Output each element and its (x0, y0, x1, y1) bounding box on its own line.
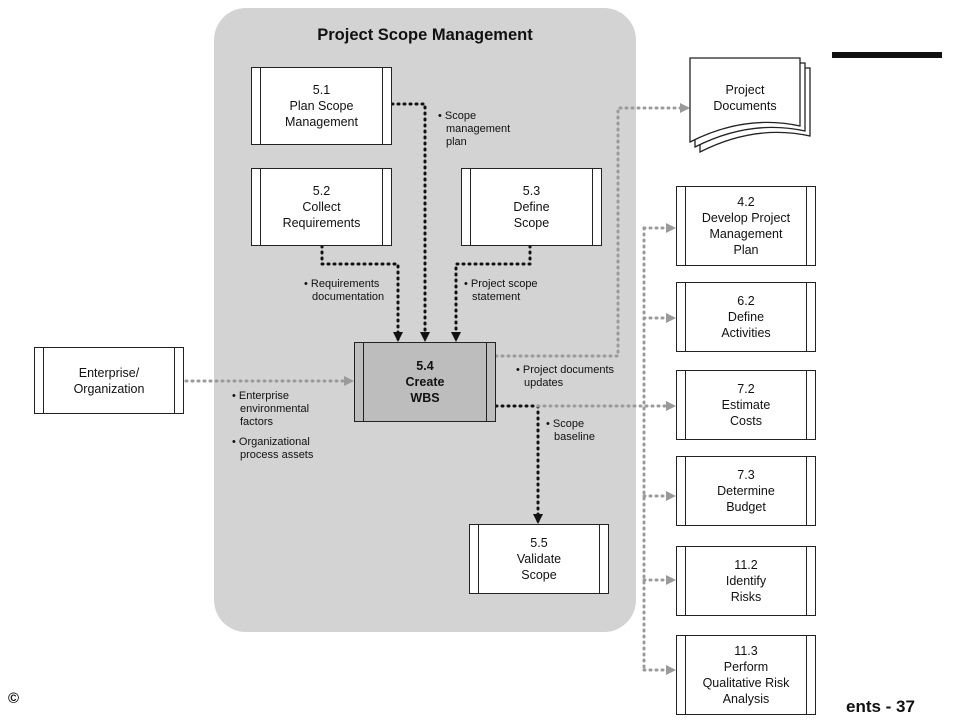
label-requirements-documentation: • Requirements documentation (304, 278, 385, 303)
decorative-bar (832, 52, 942, 58)
flow-collect-to-create (320, 244, 403, 342)
process-5-2-collect-requirements: 5.2 Collect Requirements (251, 168, 392, 246)
label-scope-management-plan: • Scope management plan (438, 110, 511, 148)
flow-plan-to-create (390, 102, 430, 342)
label-scope-baseline: • Scope baseline (546, 418, 595, 443)
footer-page-number: ents - 37 (846, 697, 915, 716)
process-5-1-plan-scope: 5.1 Plan Scope Management (251, 67, 392, 145)
flow-create-to-validate (494, 404, 543, 524)
process-6-2-define-activities: 6.2 Define Activities (676, 282, 816, 352)
process-11-2-identify-risks: 11.2 Identify Risks (676, 546, 816, 616)
label-project-documents-updates: • Project documents updates (516, 364, 615, 389)
panel-title: Project Scope Management (317, 26, 533, 44)
project-documents: Project Documents (713, 83, 777, 113)
process-7-2-estimate-costs: 7.2 Estimate Costs (676, 370, 816, 440)
flow-define-to-create (451, 244, 532, 342)
documents-stack-shape (689, 57, 811, 154)
label-organizational-process-assets: • Organizational process assets (232, 436, 314, 461)
process-5-4-create-wbs: 5.4 Create WBS (354, 342, 496, 422)
label-enterprise-environmental-factors: • Enterprise environmental factors (232, 390, 310, 428)
process-7-3-determine-budget: 7.3 Determine Budget (676, 456, 816, 526)
flow-create-to-documents (494, 103, 690, 358)
enterprise-organization: Enterprise/ Organization (34, 347, 184, 414)
label-project-scope-statement: • Project scope statement (464, 278, 538, 303)
process-5-3-define-scope: 5.3 Define Scope (461, 168, 602, 246)
process-4-2-develop-pm-plan: 4.2 Develop Project Management Plan (676, 186, 816, 266)
process-5-5-validate-scope: 5.5 Validate Scope (469, 524, 609, 594)
process-11-3-qualitative-risk: 11.3 Perform Qualitative Risk Analysis (676, 635, 816, 715)
footer-copyright: © (8, 690, 20, 707)
